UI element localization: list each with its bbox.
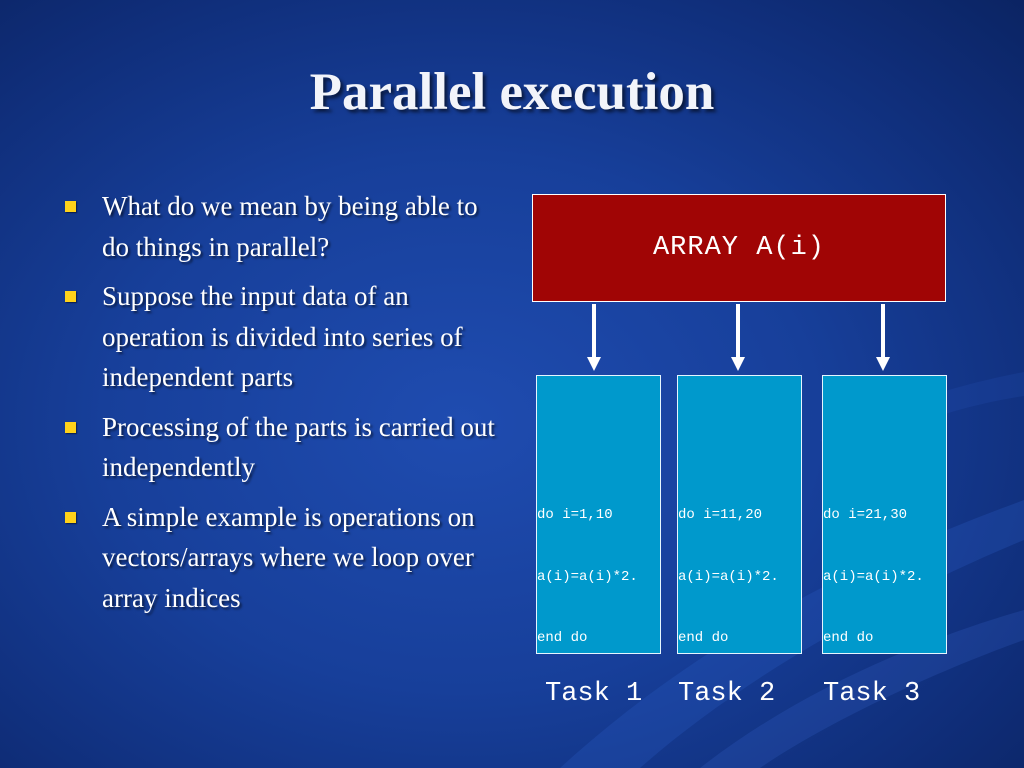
task-3-box: do i=21,30 a(i)=a(i)*2. end do xyxy=(822,375,947,654)
task-2-box: do i=11,20 a(i)=a(i)*2. end do xyxy=(677,375,802,654)
down-arrow-icon xyxy=(587,304,601,371)
bullet-text: A simple example is operations on vector… xyxy=(102,501,475,613)
bullet-text: What do we mean by being able to do thin… xyxy=(102,191,478,262)
code-line: a(i)=a(i)*2. xyxy=(823,568,924,585)
bullet-square-icon xyxy=(65,291,76,302)
bullet-square-icon xyxy=(65,201,76,212)
code-line: end do xyxy=(678,630,729,646)
bullet-item: Suppose the input data of an operation i… xyxy=(62,276,502,398)
code-line: a(i)=a(i)*2. xyxy=(537,568,638,585)
bullet-square-icon xyxy=(65,421,76,433)
task-2-label: Task 2 xyxy=(678,679,776,709)
bullet-item: A simple example is operations on vector… xyxy=(62,497,502,619)
bullet-item: What do we mean by being able to do thin… xyxy=(62,186,502,267)
bullet-list: What do we mean by being able to do thin… xyxy=(62,186,502,627)
bullet-square-icon xyxy=(65,511,76,523)
task-1-box: do i=1,10 a(i)=a(i)*2. end do xyxy=(536,375,661,654)
array-box: ARRAY A(i) xyxy=(532,194,946,302)
code-line: do i=11,20 xyxy=(678,507,763,523)
slide-title: Parallel execution xyxy=(309,63,715,121)
task-1-label: Task 1 xyxy=(545,679,643,709)
code-line: end do xyxy=(537,630,588,646)
down-arrow-icon xyxy=(876,304,890,371)
code-line: do i=21,30 xyxy=(823,507,908,523)
code-line: end do xyxy=(823,630,874,646)
task-3-label: Task 3 xyxy=(823,679,921,709)
bullet-text: Processing of the parts is carried out i… xyxy=(102,411,495,483)
down-arrow-icon xyxy=(731,304,745,371)
code-line: do i=1,10 xyxy=(537,507,613,523)
bullet-item: Processing of the parts is carried out i… xyxy=(62,407,502,488)
code-line: a(i)=a(i)*2. xyxy=(678,568,779,585)
bullet-text: Suppose the input data of an operation i… xyxy=(102,281,463,392)
